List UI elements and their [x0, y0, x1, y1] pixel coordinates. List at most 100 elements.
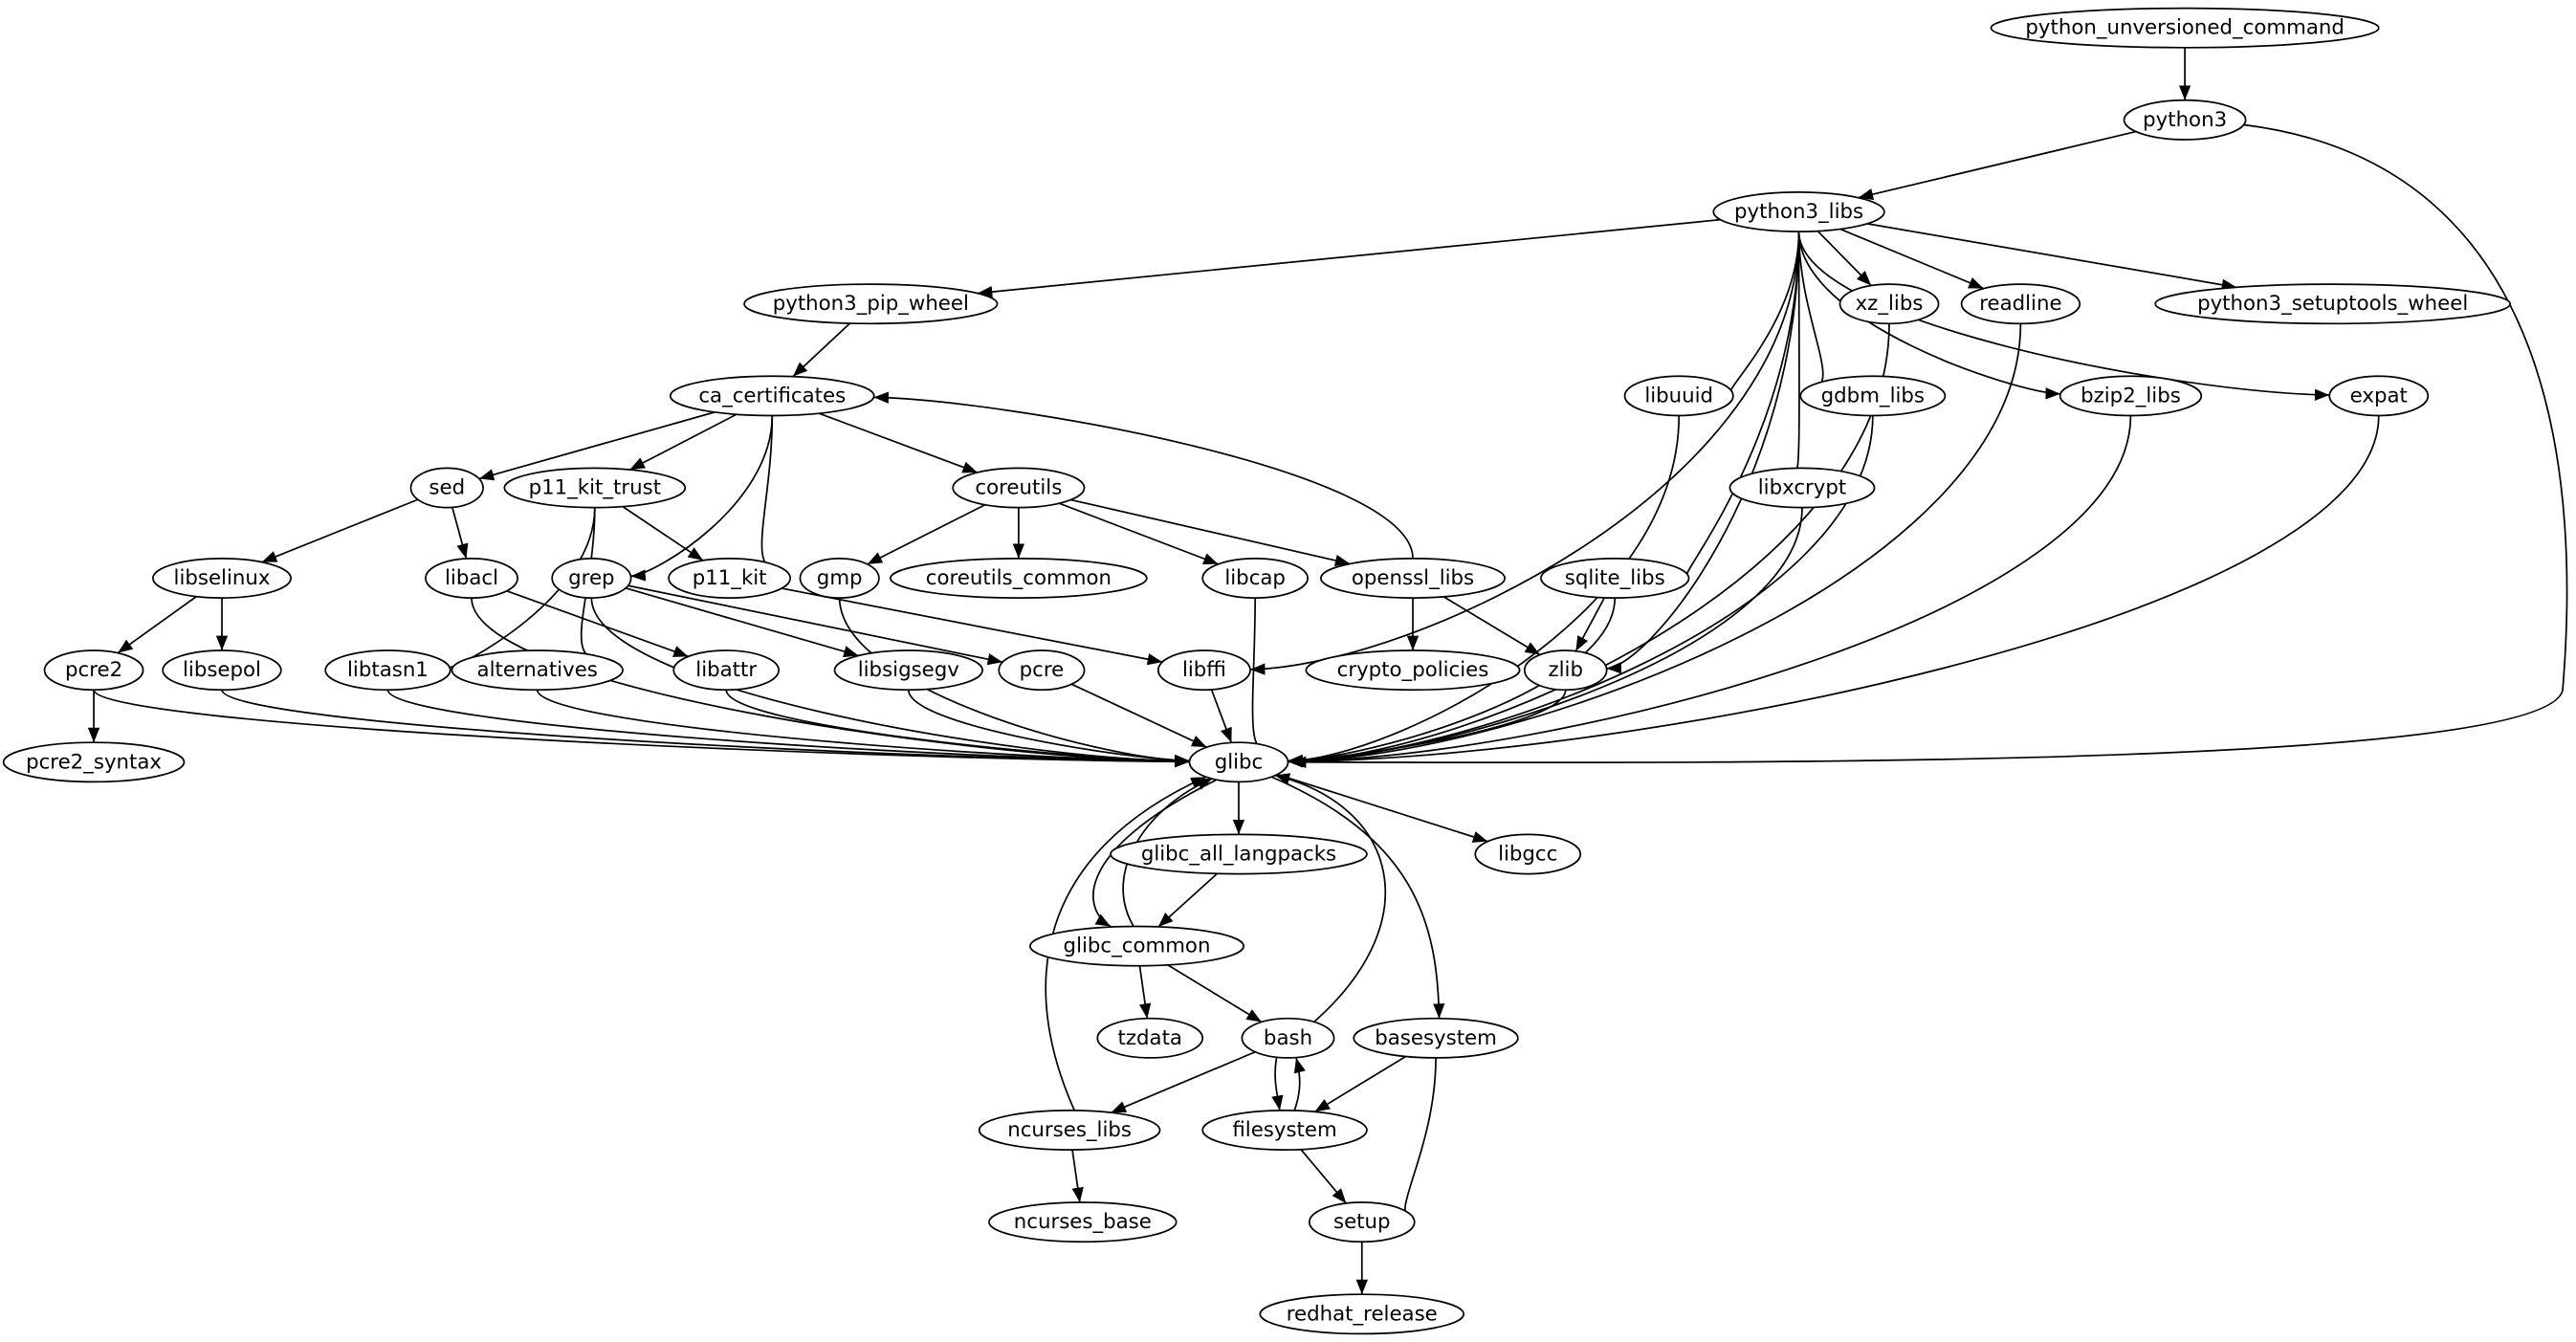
- edge-coreutils-to-gmp: [867, 503, 986, 565]
- node-ellipse: [988, 1201, 1178, 1243]
- node-bash: bash: [1241, 1017, 1335, 1059]
- edge-python3-libs-to-readline: [1839, 228, 1985, 290]
- node-ellipse: [409, 467, 484, 509]
- edge-glibc-to-libgcc: [1277, 773, 1488, 843]
- node-ellipse: [324, 649, 451, 692]
- node-ellipse: [1960, 283, 2081, 325]
- node-label: readline: [1979, 292, 2061, 316]
- node-ellipse: [672, 649, 781, 692]
- node-label: bash: [1264, 1026, 1312, 1050]
- node-coreutils: coreutils: [952, 467, 1086, 509]
- node-ellipse: [1308, 1201, 1416, 1243]
- node-basesystem: basesystem: [1353, 1017, 1519, 1059]
- edge-sed-to-libselinux: [261, 498, 419, 563]
- node-label: grep: [568, 566, 614, 590]
- node-label: coreutils_common: [926, 566, 1112, 590]
- node-ellipse: [1474, 833, 1582, 875]
- edge-basesystem-to-filesystem: [1314, 1055, 1407, 1113]
- node-gmp: gmp: [799, 558, 880, 599]
- node-ellipse: [1188, 741, 1289, 783]
- node-label: ncurses_libs: [1007, 1118, 1132, 1142]
- node-label: alternatives: [477, 658, 598, 682]
- node-python-unversioned-command: python_unversioned_command: [1990, 7, 2380, 49]
- node-libsepol: libsepol: [162, 649, 282, 692]
- edge-python3-libs-to-gdbm-libs: [1797, 231, 1824, 396]
- node-ellipse: [1110, 833, 1368, 875]
- node-label: basesystem: [1375, 1026, 1497, 1050]
- node-label: p11_kit: [693, 566, 767, 590]
- node-ellipse: [1029, 925, 1244, 967]
- node-coreutils-common: coreutils_common: [890, 558, 1148, 599]
- node-ellipse: [799, 558, 880, 599]
- node-python3-pip-wheel: python3_pip_wheel: [743, 283, 999, 325]
- edge-bash-to-glibc: [1274, 773, 1387, 1023]
- node-libselinux: libselinux: [152, 558, 292, 599]
- edge-python3-libs-to-zlib: [1606, 231, 1800, 674]
- node-libxcrypt: libxcrypt: [1728, 467, 1876, 509]
- node-crypto-policies: crypto_policies: [1305, 649, 1521, 692]
- edge-python3-libs-to-libffi: [1249, 231, 1800, 675]
- node-label: python3_setuptools_wheel: [2197, 292, 2468, 316]
- node-ellipse: [833, 649, 983, 692]
- node-label: libsepol: [183, 658, 261, 682]
- edge-gmp-to-glibc: [838, 598, 1190, 767]
- edge-glibc-to-glibc-common: [1092, 779, 1217, 928]
- node-alternatives: alternatives: [451, 649, 624, 692]
- node-ellipse: [1540, 558, 1690, 599]
- edge-libcap-to-glibc: [1251, 598, 1267, 759]
- node-sqlite-libs: sqlite_libs: [1540, 558, 1690, 599]
- edge-ca-certificates-to-coreutils: [818, 412, 979, 473]
- node-label: tzdata: [1118, 1026, 1182, 1050]
- edge-coreutils-to-libcap: [1058, 502, 1219, 565]
- node-label: python3_pip_wheel: [773, 292, 969, 316]
- node-label: glibc_all_langpacks: [1141, 842, 1336, 866]
- node-libffi: libffi: [1156, 649, 1251, 692]
- edge-coreutils-to-openssl-libs: [1070, 498, 1351, 566]
- node-libgcc: libgcc: [1474, 833, 1582, 875]
- node-label: redhat_release: [1287, 1302, 1438, 1326]
- node-label: libtasn1: [347, 658, 429, 682]
- edge-bash-to-ncurses-libs: [1111, 1050, 1256, 1113]
- node-libcap: libcap: [1201, 558, 1309, 599]
- node-label: ncurses_base: [1014, 1210, 1152, 1234]
- edge-glibc-common-to-bash: [1167, 964, 1263, 1023]
- edge-glibc-common-to-tzdata: [1138, 965, 1152, 1019]
- edge-python3-to-python3-libs: [1858, 130, 2137, 201]
- node-ncurses-libs: ncurses_libs: [978, 1110, 1161, 1151]
- node-grep: grep: [551, 558, 632, 599]
- node-openssl-libs: openssl_libs: [1319, 558, 1507, 599]
- edge-filesystem-to-bash: [1293, 1057, 1306, 1111]
- node-glibc-common: glibc_common: [1029, 925, 1244, 967]
- node-label: libcap: [1224, 566, 1286, 590]
- edge-readline-to-glibc: [1288, 323, 2022, 768]
- node-label: zlib: [1548, 658, 1583, 682]
- node-ellipse: [952, 467, 1086, 509]
- node-ellipse: [1799, 375, 1947, 417]
- edge-openssl-libs-to-zlib: [1442, 596, 1541, 656]
- node-ellipse: [152, 558, 292, 599]
- node-pcre: pcre: [998, 649, 1086, 692]
- node-label: filesystem: [1232, 1118, 1336, 1142]
- node-label: p11_kit_trust: [529, 476, 661, 500]
- edge-libtasn1-to-glibc: [386, 689, 1190, 768]
- node-ellipse: [2328, 375, 2430, 417]
- node-ellipse: [998, 649, 1086, 692]
- edge-python3-libs-to-bzip2-libs: [1797, 231, 2061, 400]
- edge-ncurses-libs-to-ncurses-base: [1071, 1149, 1084, 1203]
- node-label: sed: [429, 476, 465, 500]
- node-ellipse: [43, 649, 144, 692]
- node-label: bzip2_libs: [2081, 384, 2181, 407]
- node-bzip2-libs: bzip2_libs: [2059, 375, 2203, 417]
- node-gdbm-libs: gdbm_libs: [1799, 375, 1947, 417]
- node-label: gdbm_libs: [1821, 384, 1925, 407]
- node-python3-setuptools-wheel: python3_setuptools_wheel: [2154, 283, 2511, 325]
- edge-alternatives-to-glibc: [536, 689, 1190, 768]
- node-label: coreutils: [975, 476, 1062, 500]
- node-label: pcre: [1020, 658, 1065, 682]
- node-ellipse: [425, 558, 518, 599]
- node-ellipse: [978, 1110, 1161, 1151]
- node-label: openssl_libs: [1352, 566, 1474, 590]
- node-ellipse: [1523, 649, 1608, 692]
- node-ellipse: [2059, 375, 2203, 417]
- node-p11-kit: p11_kit: [668, 558, 792, 599]
